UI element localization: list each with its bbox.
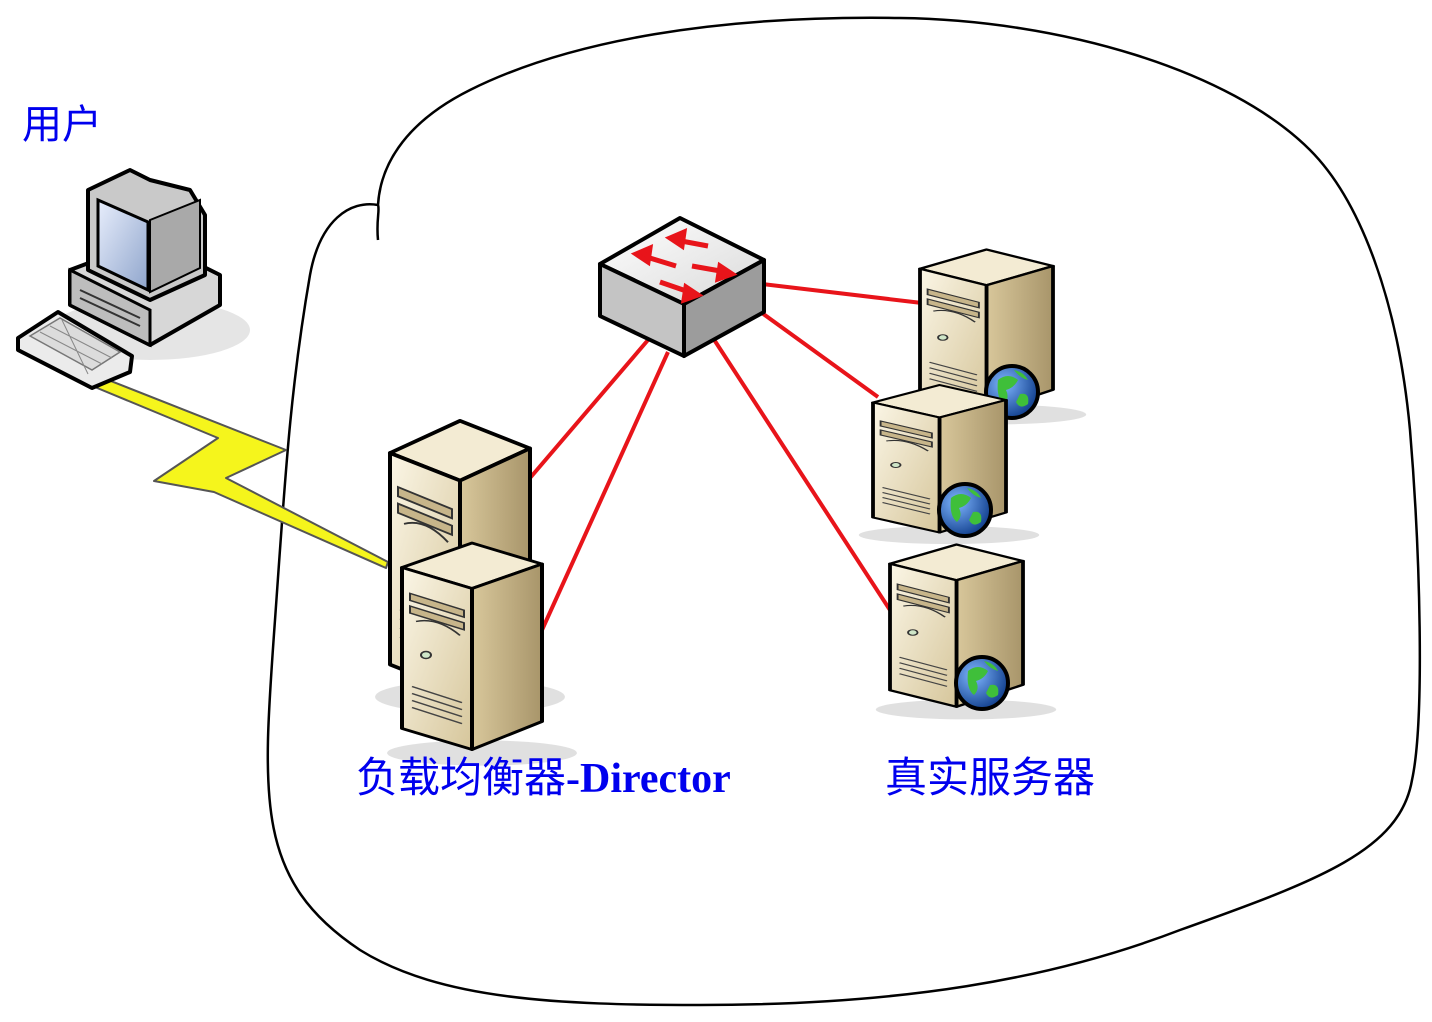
real-servers-label: 真实服务器	[885, 753, 1096, 802]
link-server-1	[761, 282, 923, 305]
network-boundary-cloud	[266, 16, 1422, 1007]
link-director-a	[528, 338, 650, 480]
user-label: 用户	[22, 102, 102, 148]
link-director-b	[540, 351, 670, 631]
director-label-cn: 负载均衡器	[356, 753, 567, 802]
director-server-front	[385, 541, 579, 768]
link-server-3	[711, 336, 892, 612]
lightning-bolt	[87, 371, 389, 569]
link-server-2	[760, 311, 880, 399]
network-links	[528, 282, 923, 631]
director-label: 负载均衡器-Director	[356, 744, 731, 805]
desktop-computer-icon	[16, 168, 250, 390]
director-label-en: -Director	[566, 756, 731, 802]
network-switch-icon	[598, 216, 766, 358]
real-server-3	[873, 542, 1059, 722]
